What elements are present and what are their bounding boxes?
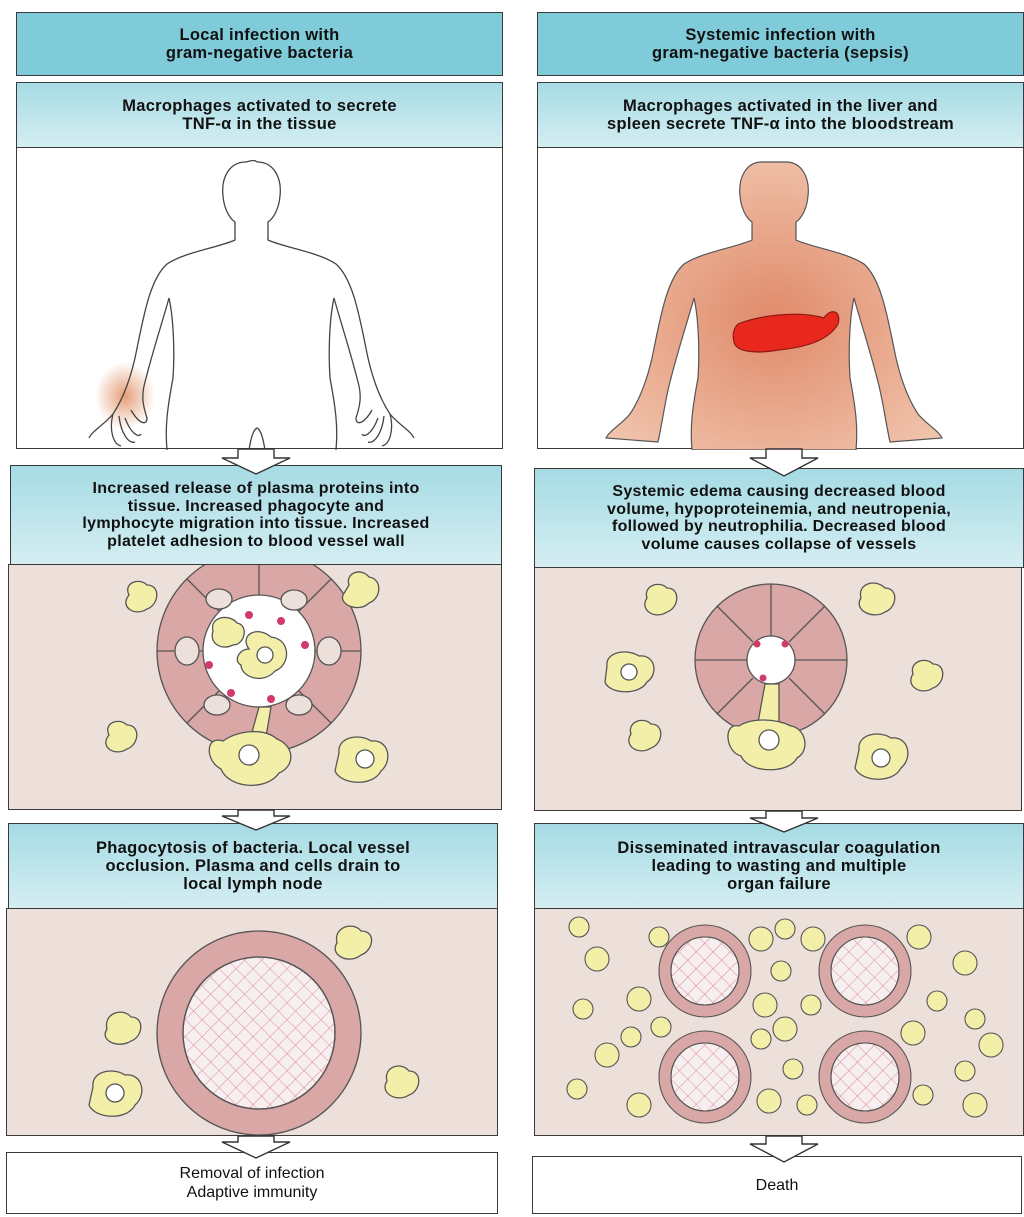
right-outcome-box: Death <box>532 1156 1022 1214</box>
collapsed-vessel-illustration <box>535 568 1023 812</box>
clotted-vessel-2 <box>819 925 911 1017</box>
right-dic-panel <box>534 908 1024 1136</box>
left-occluded-vessel-panel <box>6 908 498 1136</box>
right-step3-text: Disseminated intravascular coagulation l… <box>534 823 1024 909</box>
left-column-title: Local infection with gram-negative bacte… <box>16 12 503 76</box>
right-step2-text: Systemic edema causing decreased blood v… <box>534 468 1024 568</box>
left-step1-text: Macrophages activated to secrete TNF-α i… <box>16 82 503 148</box>
clotted-vessel-3 <box>659 1031 751 1123</box>
left-step2-text: Increased release of plasma proteins int… <box>10 465 502 565</box>
occluded-vessel-illustration <box>7 909 499 1137</box>
body-silhouette <box>606 162 942 450</box>
right-body-panel <box>537 147 1024 449</box>
left-outcome-box: Removal of infection Adaptive immunity <box>6 1152 498 1214</box>
right-vessel-panel <box>534 567 1022 811</box>
outline-body-figure <box>17 148 504 450</box>
left-step3-text: Phagocytosis of bacteria. Local vessel o… <box>8 823 498 909</box>
clotted-vessel-4 <box>819 1031 911 1123</box>
clotted-vessel-1 <box>659 925 751 1017</box>
right-step1-text: Macrophages activated in the liver and s… <box>537 82 1024 148</box>
right-column-title: Systemic infection with gram-negative ba… <box>537 12 1024 76</box>
left-body-panel <box>16 147 503 449</box>
inflamed-vessel-illustration <box>9 565 503 811</box>
dic-vessels-illustration <box>535 909 1024 1137</box>
shaded-body-figure <box>538 148 1024 450</box>
left-vessel-panel <box>8 564 502 810</box>
